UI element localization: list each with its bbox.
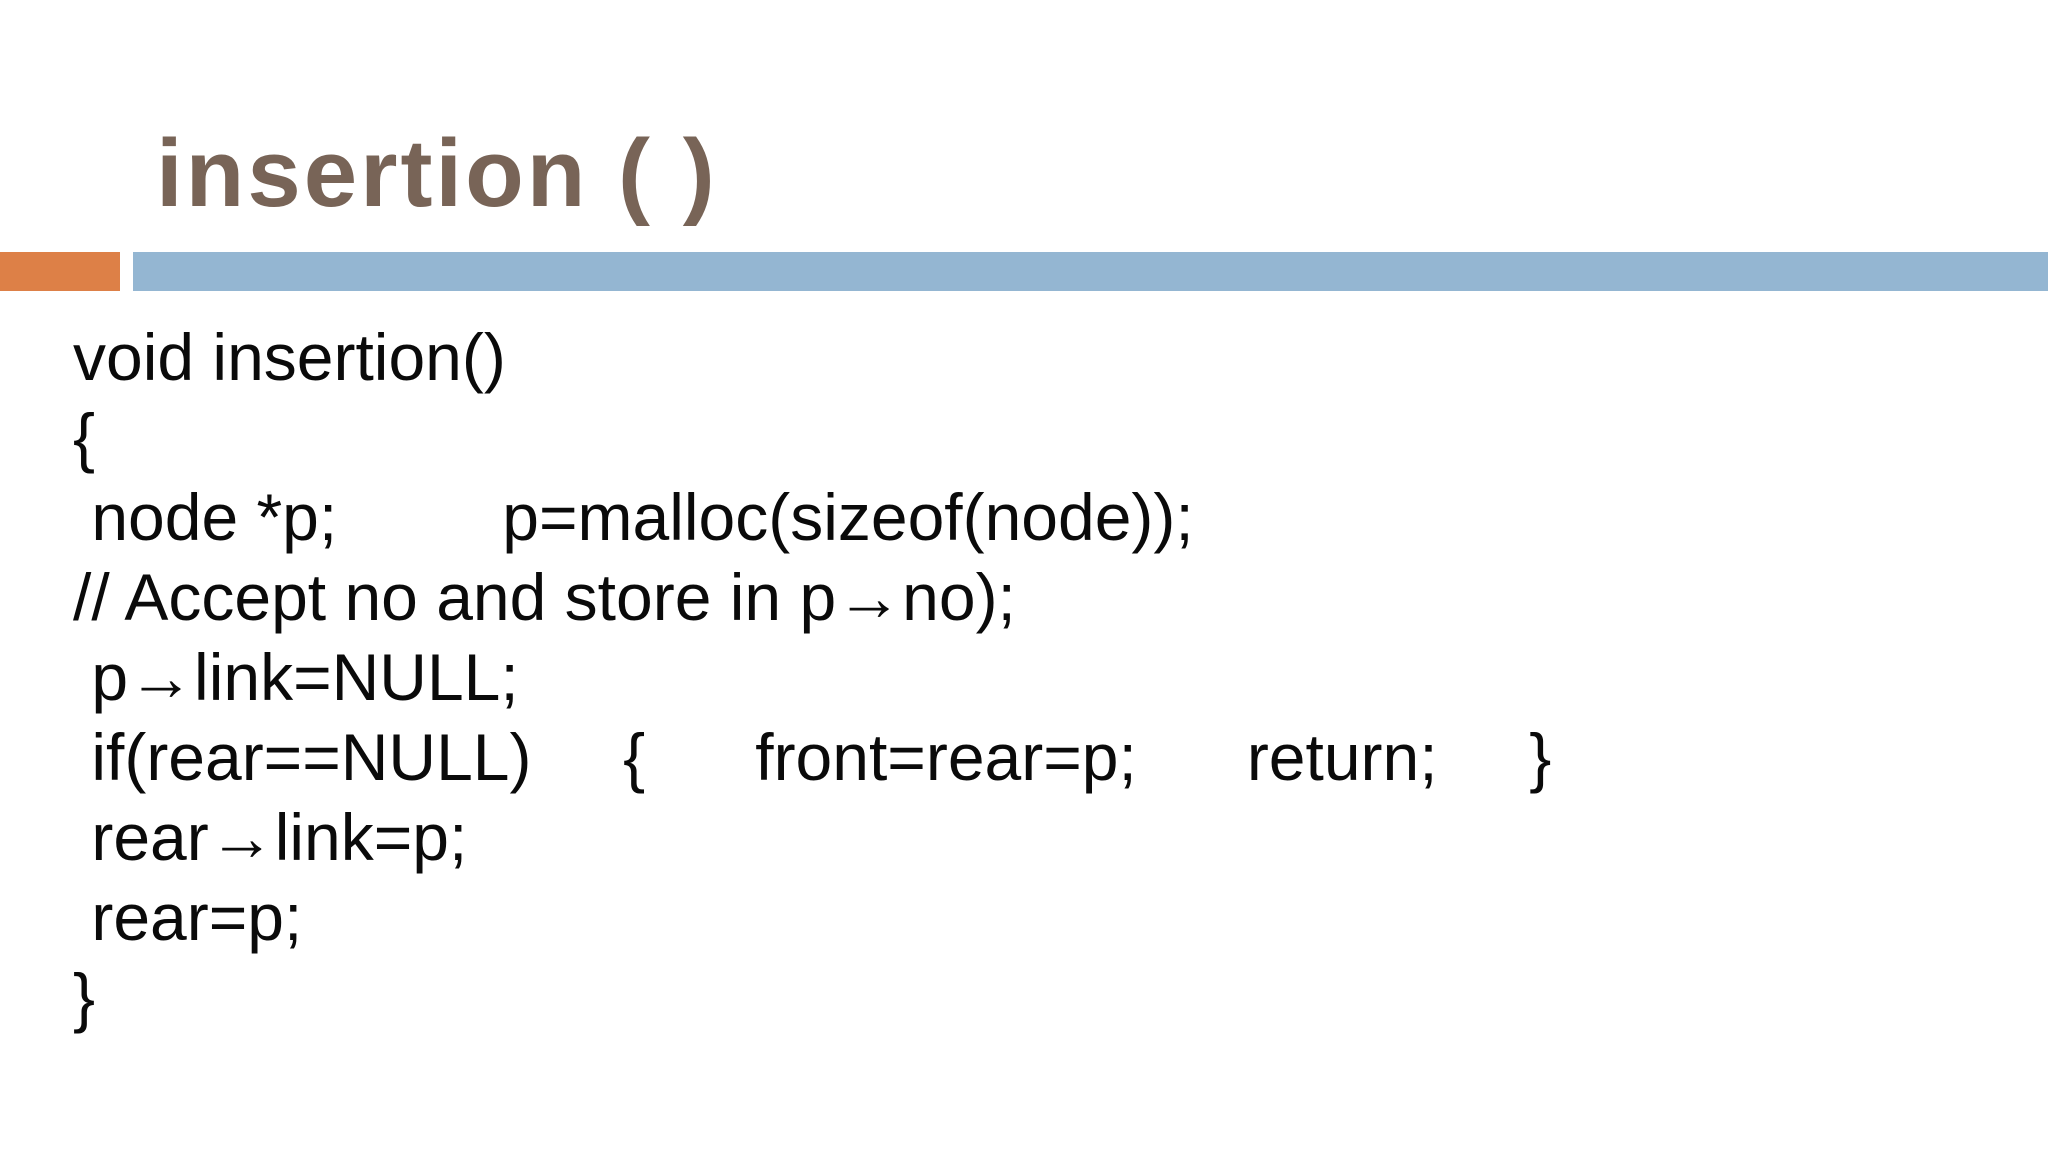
code-line-rear-link: rear→link=p; [73, 800, 468, 874]
code-line-if-rear-null: if(rear==NULL) { front=rear=p; return; } [73, 720, 1552, 794]
code-line-link-null: p→link=NULL; [73, 640, 519, 714]
accent-bar-blue [133, 252, 2048, 291]
slide-title: insertion ( ) [156, 120, 718, 227]
code-line-comment: // Accept no and store in p→no); [73, 560, 1016, 634]
code-line-open-brace: { [73, 400, 96, 474]
code-block: void insertion() { node *p; p=malloc(siz… [73, 317, 1551, 1037]
code-line-declaration-malloc: node *p; p=malloc(sizeof(node)); [73, 480, 1194, 554]
accent-bar-orange [0, 252, 120, 291]
code-line-close-brace: } [73, 960, 96, 1034]
code-line-rear-assign: rear=p; [73, 880, 303, 954]
code-line-function-signature: void insertion() [73, 320, 506, 394]
